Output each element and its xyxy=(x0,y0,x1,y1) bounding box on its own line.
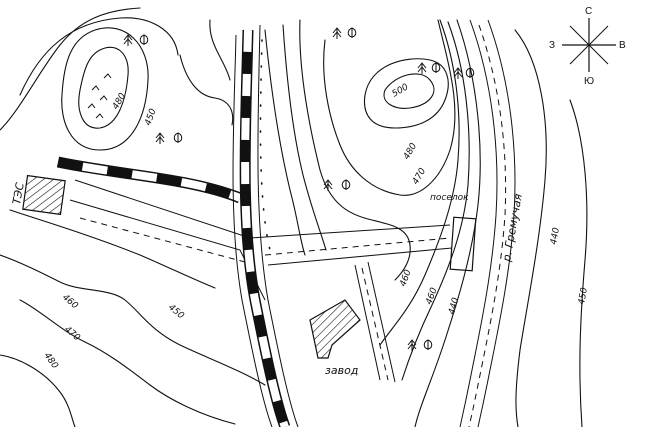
label-tes: ТЭС xyxy=(10,181,27,205)
label-river: р. Гремучая xyxy=(500,192,525,263)
contour-label: 450 xyxy=(577,287,590,306)
building-poselok xyxy=(449,216,477,272)
contour-label: 460 xyxy=(398,268,413,288)
contour-lines-left xyxy=(0,7,266,427)
contour-label: 440 xyxy=(447,296,461,315)
compass-north-label: С xyxy=(585,6,592,17)
contour-label: 460 xyxy=(60,293,80,312)
contour-label: 480 xyxy=(42,351,60,371)
building-tes xyxy=(22,174,66,216)
swamp-icon xyxy=(87,73,112,119)
power-line xyxy=(259,39,271,251)
label-poselok: поселок xyxy=(430,193,469,203)
contour-label: 480 xyxy=(111,91,128,111)
compass-east-label: В xyxy=(619,40,626,51)
contour-lines-right xyxy=(264,19,481,427)
contour-label: 450 xyxy=(166,303,186,322)
contour-label: 480 xyxy=(402,141,419,161)
contour-label: 500 xyxy=(391,82,411,99)
river xyxy=(459,19,516,427)
contour-lines-east xyxy=(514,29,588,427)
compass-rose: С Ю З В xyxy=(549,6,626,87)
compass-west-label: З xyxy=(549,40,555,51)
label-zavod: завод xyxy=(325,364,358,377)
contour-label: 450 xyxy=(143,107,158,127)
contour-label: 470 xyxy=(62,325,82,344)
contour-label: 460 xyxy=(424,286,439,306)
compass-south-label: Ю xyxy=(584,76,594,87)
railway xyxy=(56,24,299,427)
building-zavod xyxy=(309,299,361,359)
contour-label: 440 xyxy=(549,227,562,246)
contour-label: 470 xyxy=(411,166,428,186)
forest-icon xyxy=(123,27,475,352)
